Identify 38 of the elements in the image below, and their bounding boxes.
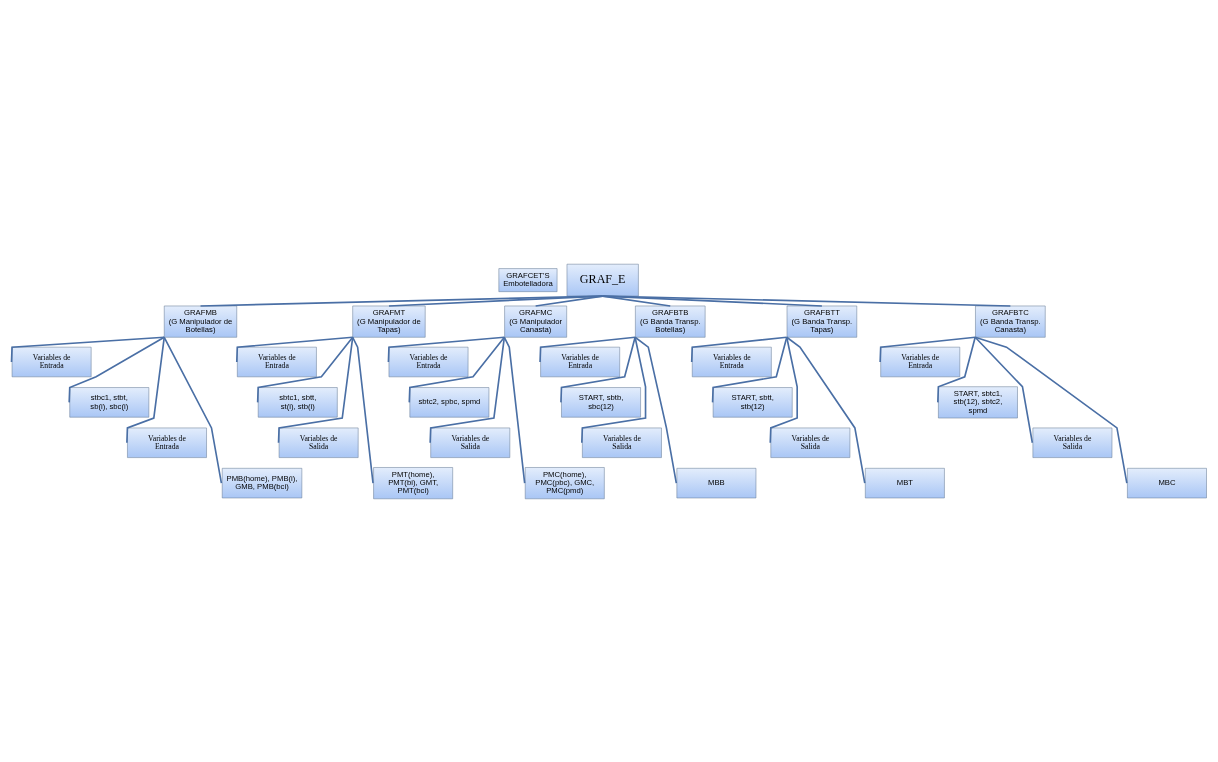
node-box: Variables de Salida xyxy=(582,427,662,458)
node-box: GRAF_E xyxy=(566,263,639,296)
connector xyxy=(199,294,604,307)
node-box: Variables de Entrada xyxy=(11,346,92,377)
node-box: Variables de Entrada xyxy=(127,427,207,458)
connector xyxy=(601,294,1012,307)
connector xyxy=(534,294,604,307)
connector xyxy=(126,335,166,444)
node-box: Variables de Salida xyxy=(770,427,851,458)
connector xyxy=(937,335,976,403)
connector xyxy=(10,335,166,363)
node-box: Variables de Salida xyxy=(278,427,359,458)
node-box: Variables de Salida xyxy=(430,427,511,458)
connector xyxy=(163,335,223,484)
connector xyxy=(429,335,506,444)
connector xyxy=(974,335,1128,484)
connector xyxy=(387,335,506,363)
connector xyxy=(690,335,788,363)
connector xyxy=(388,294,604,307)
node-box: Variables de Entrada xyxy=(237,346,317,377)
connector xyxy=(769,335,798,444)
connector xyxy=(256,335,354,403)
connector xyxy=(408,335,506,403)
connector xyxy=(235,335,354,363)
connector xyxy=(974,335,1034,444)
node-box: Variables de Salida xyxy=(1032,427,1113,458)
connector xyxy=(785,335,866,484)
connector xyxy=(634,335,678,484)
node-box: Variables de Entrada xyxy=(388,346,469,377)
connector xyxy=(580,335,647,444)
connector xyxy=(351,335,374,484)
node-box: Variables de Entrada xyxy=(691,346,772,377)
node-box: Variables de Entrada xyxy=(880,346,961,377)
connector xyxy=(68,335,166,403)
node-box: Variables de Entrada xyxy=(540,346,620,377)
connector xyxy=(539,335,636,363)
connector xyxy=(503,335,526,484)
connector xyxy=(879,335,976,363)
